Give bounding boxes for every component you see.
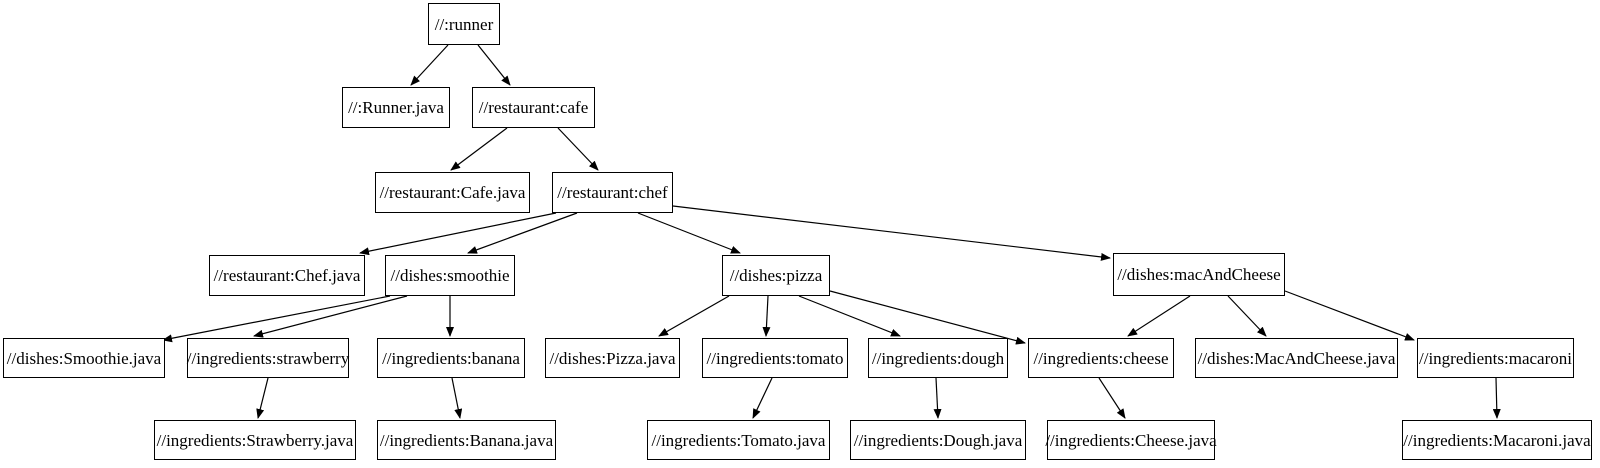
graph-node-macaroni: //ingredients:macaroni [1417,338,1574,378]
graph-node-smoothie: //dishes:smoothie [385,255,515,296]
graph-node-banana: //ingredients:banana [377,338,525,378]
graph-node-macandcheese: //dishes:macAndCheese [1113,253,1285,296]
graph-node-pizza: //dishes:pizza [722,255,830,296]
graph-node-dough_java: //ingredients:Dough.java [850,420,1026,460]
edge-pizza-to-pizza_java [658,295,730,337]
graph-node-macaroni_java: //ingredients:Macaroni.java [1402,420,1592,460]
edge-macandcheese-to-cheese [1127,295,1191,337]
graph-node-chef_java: //restaurant:Chef.java [209,255,365,296]
graph-node-chef: //restaurant:chef [552,172,673,213]
graph-node-cheese_java: //ingredients:Cheese.java [1045,420,1217,460]
edge-smoothie-to-strawberry [253,295,408,338]
graph-node-pizza_java: //dishes:Pizza.java [545,338,680,378]
graph-node-runner: //:runner [428,3,500,45]
edge-banana-to-banana_java [451,377,463,419]
edge-pizza-to-dough [798,295,901,337]
graph-node-smoothie_java: //dishes:Smoothie.java [3,338,165,378]
graph-node-cafe_java: //restaurant:Cafe.java [375,172,530,213]
edge-cafe-to-chef [557,127,599,171]
edge-pizza-to-tomato [762,295,771,337]
graph-node-cheese: //ingredients:cheese [1028,338,1174,378]
edge-smoothie-to-smoothie_java [162,295,391,343]
edge-cheese-to-cheese_java [1098,377,1126,419]
edge-group [162,44,1501,419]
graph-node-banana_java: //ingredients:Banana.java [377,420,556,460]
edge-macaroni-to-macaroni_java [1492,377,1501,419]
edge-pizza-to-cheese [829,290,1026,345]
edge-tomato-to-tomato_java [752,377,773,419]
edge-runner-to-cafe [477,44,511,86]
graph-node-dough: //ingredients:dough [868,338,1008,378]
edge-strawberry-to-strawberry_java [256,377,269,419]
graph-node-tomato_java: //ingredients:Tomato.java [647,420,830,460]
graph-node-strawberry: //ingredients:strawberry [187,338,349,378]
graph-node-runner_java: //:Runner.java [342,87,450,128]
graph-node-strawberry_java: //ingredients:Strawberry.java [154,420,356,460]
graph-node-cafe: //restaurant:cafe [472,87,595,128]
graph-node-macandcheese_java: //dishes:MacAndCheese.java [1195,338,1398,378]
edge-macandcheese-to-macandcheese_java [1227,295,1267,337]
edge-chef-to-chef_java [359,212,557,256]
graph-node-tomato: //ingredients:tomato [702,338,848,378]
edge-chef-to-macandcheese [672,205,1111,261]
edge-macandcheese-to-macaroni [1284,290,1415,341]
edge-chef-to-smoothie [467,212,578,254]
edge-chef-to-pizza [637,212,741,254]
edge-cafe-to-cafe_java [450,127,508,171]
edge-dough-to-dough_java [933,377,942,419]
edge-runner-to-runner_java [410,44,449,86]
